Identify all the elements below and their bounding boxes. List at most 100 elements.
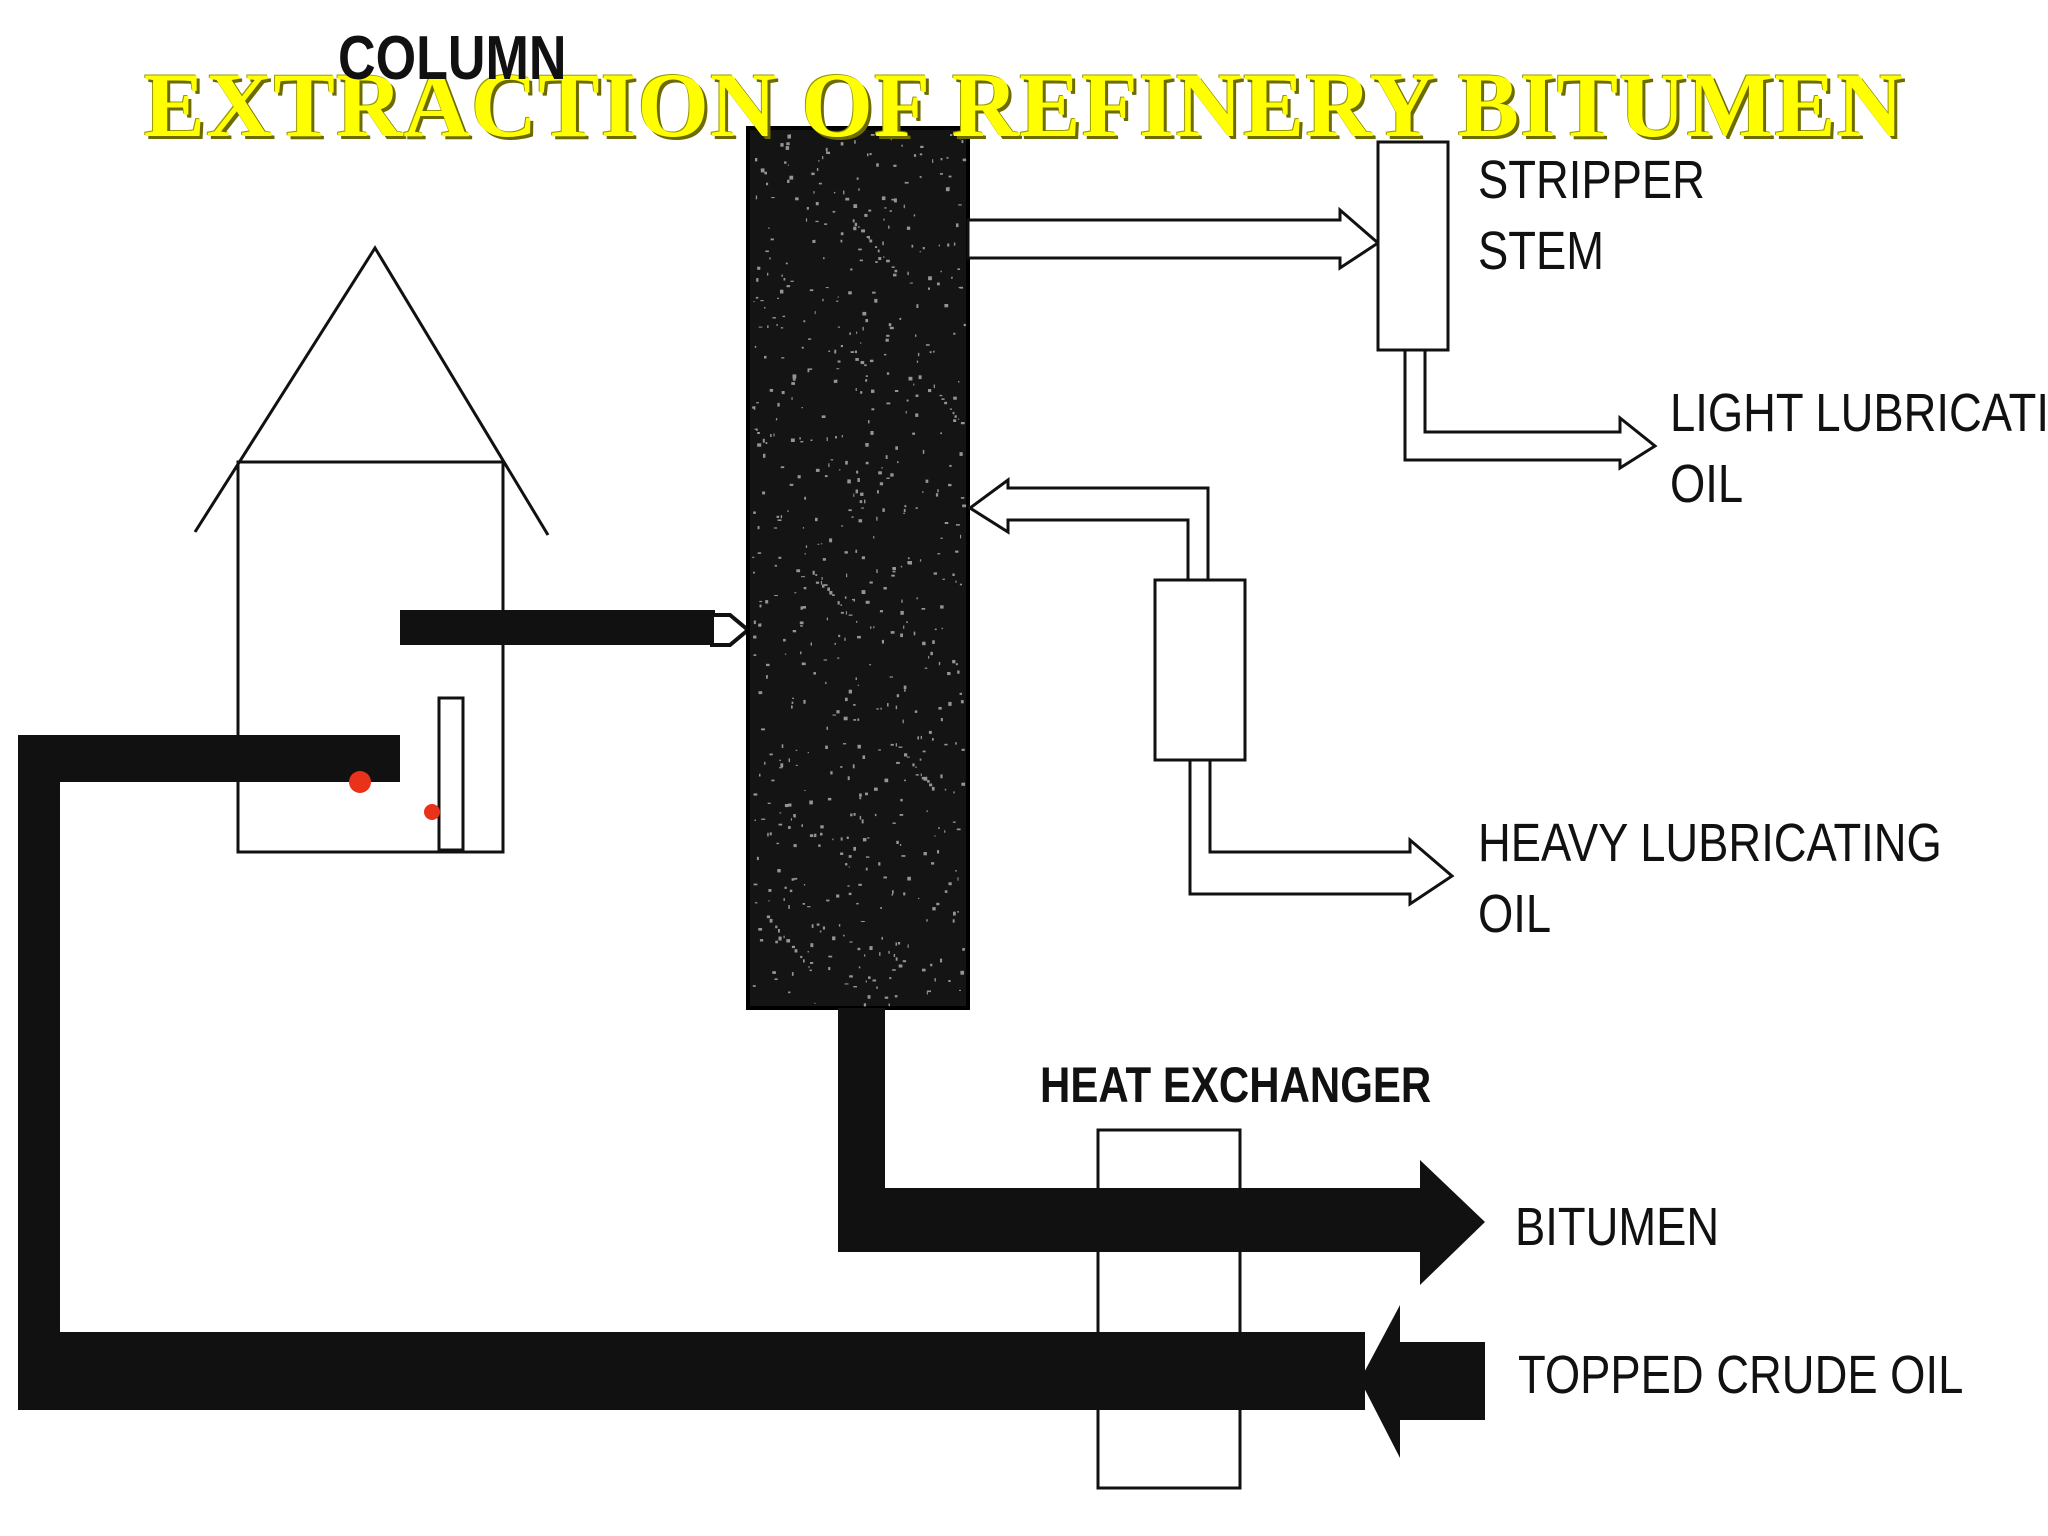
column-speckle (885, 338, 889, 342)
column-speckle (918, 897, 920, 900)
column-speckle (868, 420, 870, 424)
column-speckle (892, 570, 896, 573)
column-speckle (788, 758, 790, 763)
column-speckle (827, 587, 830, 591)
column-speckle (801, 824, 803, 827)
column-speckle (953, 396, 957, 400)
column-speckle (887, 703, 889, 707)
column-speckle (829, 538, 833, 543)
column-speckle (780, 763, 784, 768)
column-speckle (897, 461, 899, 464)
column-speckle (836, 894, 840, 898)
column-speckle (804, 496, 807, 500)
column-speckle (786, 285, 791, 288)
column-speckle (844, 983, 849, 985)
heavy-oil-label-line-2: OIL (1478, 884, 1552, 945)
column-speckle (767, 325, 769, 328)
column-speckle (958, 204, 962, 206)
column-speckle (892, 822, 896, 824)
column-speckle (803, 606, 806, 609)
column-speckle (908, 376, 913, 381)
column-speckle (795, 764, 798, 766)
column-speckle (961, 140, 964, 144)
column-speckle (886, 334, 890, 337)
column-speckle (844, 637, 846, 641)
column-speckle (867, 837, 870, 839)
column-speckle (900, 565, 903, 568)
column-speckle (776, 515, 780, 518)
column-speckle (848, 855, 852, 858)
column-speckle (877, 249, 880, 253)
column-speckle (861, 819, 864, 824)
column-speckle (934, 835, 936, 837)
column-speckle (884, 996, 889, 999)
column-speckle (960, 700, 964, 704)
column-speckle (820, 543, 823, 545)
column-speckle (959, 286, 963, 289)
column-speckle (791, 382, 795, 385)
column-speckle (779, 759, 781, 762)
column-speckle (929, 783, 933, 787)
column-speckle (941, 627, 943, 630)
column-speckle (818, 160, 820, 162)
column-speckle (757, 266, 761, 270)
column-speckle (955, 550, 959, 553)
column-speckle (957, 670, 960, 674)
column-speckle (758, 326, 763, 328)
column-speckle (767, 832, 769, 837)
column-speckle (859, 500, 863, 504)
column-speckle (876, 708, 879, 710)
column-speckle (876, 569, 878, 573)
column-speckle (848, 689, 852, 694)
column-speckle (840, 837, 843, 841)
column-speckle (800, 625, 803, 627)
column-speckle (792, 378, 796, 381)
column-speckle (937, 850, 940, 854)
column-speckle (808, 966, 810, 969)
column-speckle (874, 298, 878, 303)
column-speckle (794, 949, 798, 953)
column-speckle (776, 324, 778, 326)
column-speckle (826, 899, 830, 902)
column-speckle (765, 250, 769, 253)
column-speckle (922, 641, 926, 646)
column-speckle (787, 134, 791, 139)
column-speckle (755, 158, 758, 162)
column-speckle (788, 905, 790, 909)
column-speckle (753, 654, 757, 656)
column-speckle (880, 707, 882, 710)
heavy-oil-label: HEAVY LUBRICATING OIL (1478, 808, 1942, 951)
column-speckle (753, 301, 755, 303)
column-speckle (959, 583, 962, 586)
column-speckle (853, 226, 857, 231)
column-speckle (917, 352, 920, 357)
column-speckle (944, 743, 948, 746)
column-speckle (856, 902, 859, 905)
marker-dot-large (349, 771, 371, 793)
column-speckle (883, 218, 885, 221)
column-speckle (882, 508, 885, 512)
column-speckle (858, 966, 861, 969)
column-speckle (932, 907, 936, 911)
column-speckle (957, 911, 959, 913)
column-speckle (928, 276, 932, 281)
column-speckle (857, 744, 861, 749)
column-speckle (858, 248, 862, 251)
column-speckle (832, 210, 836, 213)
column-speckle (877, 490, 879, 494)
column-speckle (767, 272, 769, 276)
column-speckle (869, 359, 874, 363)
column-speckle (786, 939, 791, 943)
column-speckle (849, 332, 851, 335)
column-speckle (875, 261, 878, 263)
column-speckle (764, 307, 766, 309)
column-speckle (953, 133, 956, 136)
column-speckle (774, 595, 778, 596)
column-speckle (757, 552, 762, 554)
column-speckle (865, 443, 869, 447)
column-speckle (878, 862, 881, 866)
column-speckle (758, 928, 763, 931)
column-speckle (899, 844, 902, 846)
column-speckle (901, 144, 903, 147)
column-speckle (858, 188, 860, 191)
